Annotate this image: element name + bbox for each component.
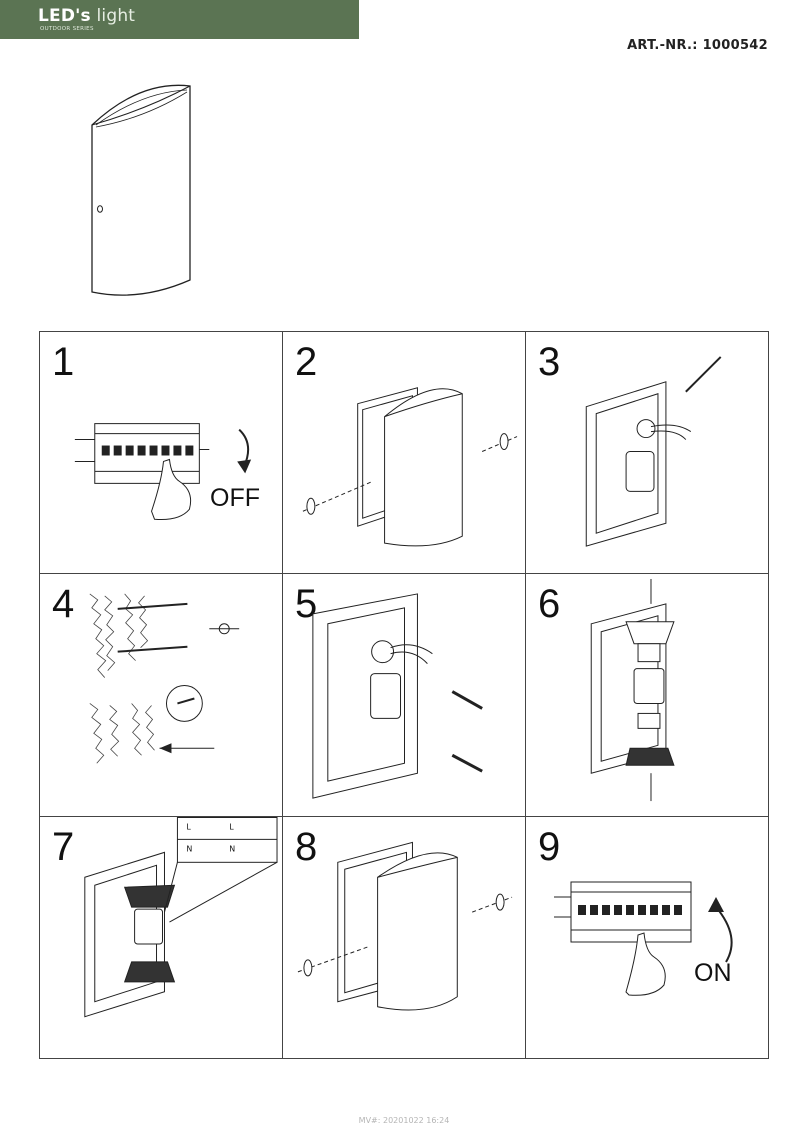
brand-logo: LED's light	[38, 6, 135, 26]
terminal-label-l-left: L	[186, 822, 191, 831]
step-number: 7	[52, 825, 75, 869]
step-number: 1	[52, 340, 75, 384]
terminal-label-n-right: N	[229, 844, 235, 853]
attach-cover-illustration	[297, 841, 513, 1011]
terminal-label-n-left: N	[186, 844, 192, 853]
step-2-panel: 2	[283, 332, 526, 574]
wiring-bracket-illustration	[585, 356, 722, 547]
product-illustration	[91, 84, 191, 296]
brand-name-bold: LED's	[38, 6, 91, 26]
step-8-panel: 8	[283, 817, 526, 1058]
step-1-panel: 1 OFF	[40, 332, 283, 574]
step-4-panel: 4	[40, 574, 283, 817]
step-number: 3	[538, 340, 561, 384]
step-number: 6	[538, 582, 561, 626]
step-number: 8	[295, 825, 318, 869]
drill-wall-illustration	[89, 593, 240, 764]
remove-cover-illustration	[302, 387, 518, 547]
step-number: 4	[52, 582, 75, 626]
instruction-grid: 1 OFF 2	[39, 331, 769, 1059]
step-7-panel: 7 L N L N	[40, 817, 283, 1058]
connect-wires-illustration: L N L N	[84, 817, 278, 1018]
step-5-panel: 5	[283, 574, 526, 817]
on-label: ON	[694, 959, 732, 987]
brand-bar: LED's light OUTDOOR SERIES	[0, 0, 359, 39]
brand-name-light: light	[90, 6, 136, 26]
breaker-off-illustration	[74, 423, 252, 521]
brand-subtitle: OUTDOOR SERIES	[40, 26, 94, 32]
article-number: ART.-NR.: 1000542	[627, 38, 768, 53]
mount-bracket-illustration	[312, 593, 483, 799]
off-label: OFF	[210, 484, 260, 512]
step-number: 9	[538, 825, 561, 869]
step-number: 5	[295, 582, 318, 626]
footer-version: MV#: 20201022 16:24	[358, 1116, 450, 1125]
step-3-panel: 3	[526, 332, 768, 574]
breaker-on-illustration	[554, 881, 733, 996]
insert-bulbs-illustration	[590, 578, 675, 802]
step-number: 2	[295, 340, 318, 384]
step-6-panel: 6	[526, 574, 768, 817]
terminal-label-l-right: L	[229, 822, 234, 831]
step-9-panel: 9 ON	[526, 817, 768, 1058]
